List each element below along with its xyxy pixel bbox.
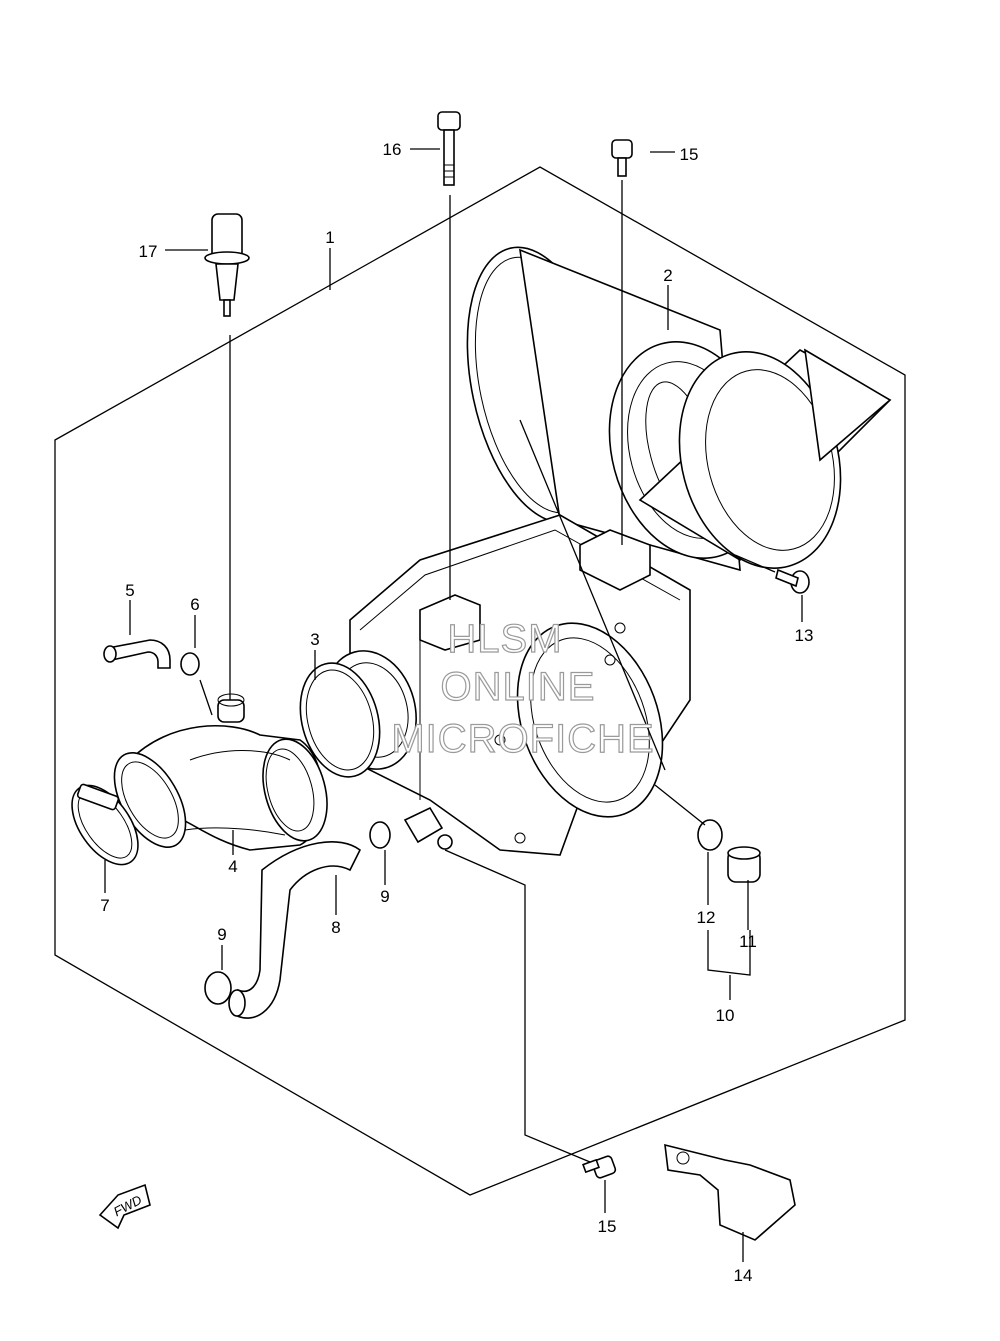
leader-lines: [104, 148, 803, 1262]
callout-9-upper: 9: [380, 887, 389, 906]
watermark-line-2: ONLINE: [441, 665, 596, 709]
part-callouts: 1 2 3 4 5 6 7 8 9 9 10 11 12 13 14 15 15…: [100, 140, 813, 1285]
callout-17: 17: [139, 242, 158, 261]
bolt-15-top: [611, 139, 633, 177]
screw-13: [775, 568, 810, 594]
callout-9-lower: 9: [217, 925, 226, 944]
callout-8: 8: [331, 918, 340, 937]
callout-7: 7: [100, 896, 109, 915]
callout-5: 5: [125, 581, 134, 600]
fwd-arrow-icon: FWD: [98, 1183, 151, 1230]
callout-10: 10: [716, 1006, 735, 1025]
drain-hose-8: [228, 841, 362, 1019]
callout-14: 14: [734, 1266, 753, 1285]
sensor-17: [204, 213, 250, 317]
callout-1: 1: [325, 228, 334, 247]
callout-15-top: 15: [680, 145, 699, 164]
inlet-boot: [113, 693, 328, 851]
clip-9b: [204, 971, 232, 1005]
bolt-15-bottom: [582, 1155, 617, 1179]
watermark-line-1: HLSM: [447, 617, 562, 661]
callout-11: 11: [739, 932, 757, 951]
callout-2: 2: [663, 266, 672, 285]
watermark-line-3: MICROFICHE: [391, 717, 654, 761]
hose-5: [103, 639, 171, 669]
bracket-14: [664, 1143, 796, 1241]
bolt-16: [437, 111, 461, 186]
callout-13: 13: [795, 626, 814, 645]
callout-4: 4: [228, 857, 237, 876]
air-cleaner-element: [466, 246, 892, 572]
drain-plug-11: [727, 846, 761, 883]
callout-16: 16: [383, 140, 402, 159]
callout-3: 3: [310, 630, 319, 649]
air-cleaner-case: [323, 514, 691, 856]
callout-15-bottom: 15: [598, 1217, 617, 1236]
clip-6: [180, 652, 200, 676]
clamp-7: [71, 783, 139, 866]
o-ring-3: [299, 662, 381, 778]
callout-12: 12: [697, 908, 716, 927]
clip-12: [697, 819, 723, 851]
callout-6: 6: [190, 595, 199, 614]
watermark: HLSM ONLINE MICROFICHE: [391, 616, 655, 761]
clip-9a: [369, 821, 391, 849]
assembly-frame: [54, 166, 906, 1196]
